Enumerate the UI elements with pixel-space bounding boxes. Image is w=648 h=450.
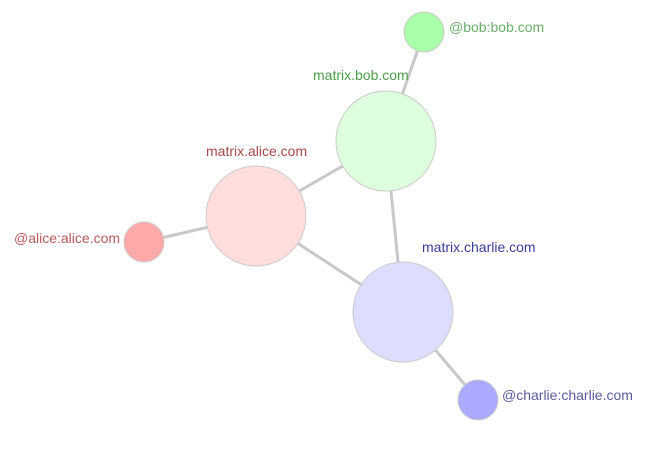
node-alice-server[interactable] — [205, 165, 307, 267]
label-bob-server: matrix.bob.com — [313, 67, 409, 83]
node-bob-server[interactable] — [335, 90, 437, 192]
labels-layer: @bob:bob.com matrix.bob.com matrix.alice… — [14, 19, 633, 403]
node-bob-user[interactable] — [403, 11, 445, 53]
node-charlie-server[interactable] — [352, 261, 454, 363]
node-charlie-user[interactable] — [457, 379, 499, 421]
nodes-layer — [123, 11, 499, 421]
node-alice-user[interactable] — [123, 221, 165, 263]
label-charlie-server: matrix.charlie.com — [422, 239, 536, 255]
label-bob-user: @bob:bob.com — [449, 19, 544, 35]
label-alice-server: matrix.alice.com — [206, 143, 307, 159]
label-alice-user: @alice:alice.com — [14, 230, 120, 246]
label-charlie-user: @charlie:charlie.com — [502, 387, 633, 403]
